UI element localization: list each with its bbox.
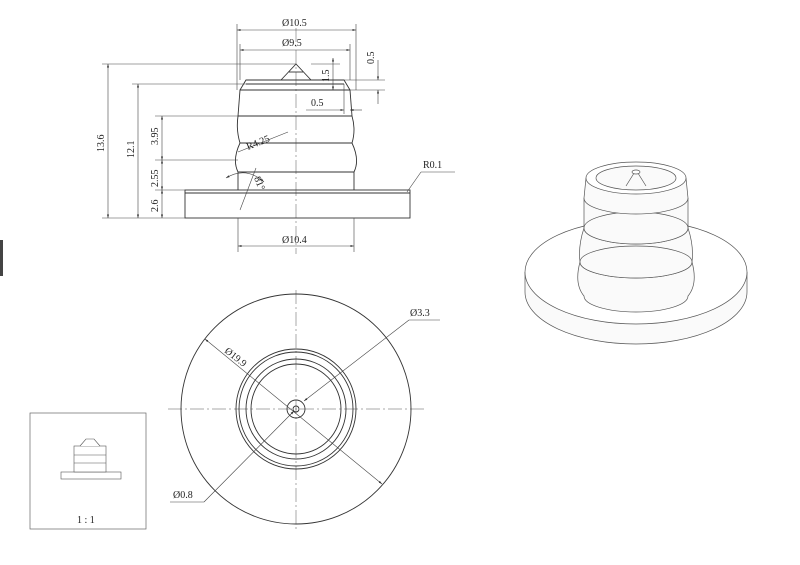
- dim-groove-height-2: 2.55: [150, 170, 161, 188]
- dim-flange-height: 2.6: [150, 200, 161, 213]
- dim-angle: 81°: [251, 175, 266, 192]
- dim-body-height: 12.1: [126, 141, 137, 159]
- dim-chamfer-h2: 0.5: [366, 52, 377, 65]
- thumbnail-scale: 1 : 1: [77, 515, 95, 526]
- outer-circle: [180, 293, 412, 525]
- flange-outline: [184, 189, 411, 219]
- dim-chamfer-h1: 1.5: [321, 70, 332, 83]
- dim-bore-dia: Ø3.3: [410, 308, 430, 319]
- isometric-view: [524, 161, 748, 345]
- body-profile: [235, 89, 357, 190]
- dim-outer-dia: Ø19.9: [222, 346, 248, 370]
- scale-thumbnail: 1 : 1: [29, 412, 147, 530]
- dim-groove-height: 3.95: [150, 128, 161, 146]
- dim-step-width: 0.5: [311, 98, 324, 109]
- dim-edge-radius: R0.1: [423, 160, 442, 171]
- dim-top-dia-inner: Ø9.5: [282, 38, 302, 49]
- dim-base-dia: Ø10.4: [282, 235, 307, 246]
- dim-total-height: 13.6: [96, 135, 107, 153]
- dim-radius: R4.25: [245, 134, 272, 153]
- dim-hole-dia: Ø0.8: [173, 490, 193, 501]
- dim-top-dia-outer: Ø10.5: [282, 18, 307, 29]
- top-view: Ø19.9 Ø3.3 Ø0.8: [168, 290, 440, 530]
- front-view: Ø10.5 Ø9.5 1.5 0.5 0.5 13.6 12.1 3.95: [96, 18, 455, 254]
